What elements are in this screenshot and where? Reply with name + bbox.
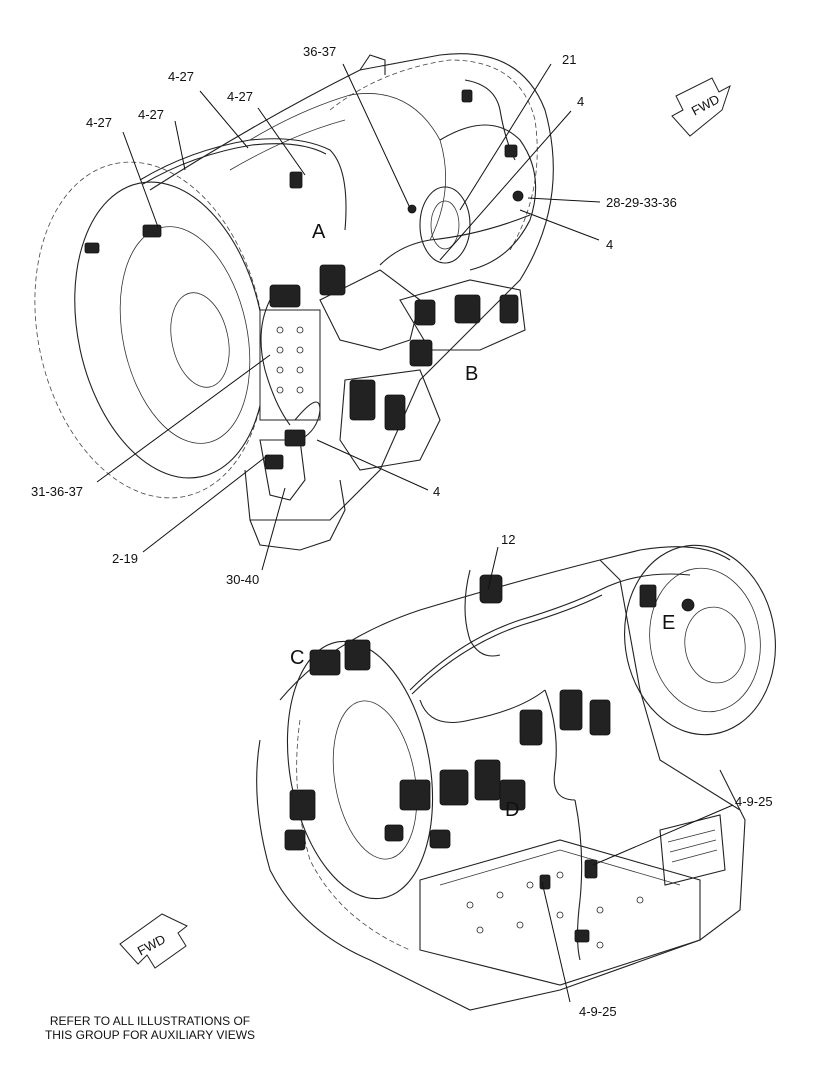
view-label-d: D [505,799,519,821]
view-label-a: A [312,221,326,243]
callout-12: 12 [501,532,515,547]
fwd-arrow-top: FWD [671,77,731,137]
note-line-1: REFER TO ALL ILLUSTRATIONS OF [49,1014,251,1028]
callout-labels: 36-37 21 4 4-27 4-27 4-27 4-27 28-29-33-… [31,44,773,1019]
callout-4: 4 [577,94,584,109]
callout-4: 4 [433,484,440,499]
callout-4: 4 [606,237,613,252]
callout-28-29-33-36: 28-29-33-36 [606,195,677,210]
callout-4-27: 4-27 [227,89,253,104]
upper-assembly [34,53,554,551]
lower-assembly [256,544,776,1011]
callout-4-9-25: 4-9-25 [735,794,773,809]
callout-4-27: 4-27 [138,107,164,122]
fwd-arrow-bottom: FWD [119,913,188,969]
callout-4-27: 4-27 [168,69,194,84]
note-line-2: THIS GROUP FOR AUXILIARY VIEWS [44,1028,256,1042]
callout-36-37: 36-37 [303,44,336,59]
view-labels: A B C D E [290,221,675,821]
auxiliary-views-note: REFER TO ALL ILLUSTRATIONS OF THIS GROUP… [20,1014,280,1042]
view-label-b: B [465,363,478,385]
view-label-c: C [290,647,304,669]
callout-4-9-25: 4-9-25 [579,1004,617,1019]
callout-31-36-37: 31-36-37 [31,484,83,499]
callout-30-40: 30-40 [226,572,259,587]
callout-21: 21 [562,52,576,67]
view-label-e: E [662,612,675,634]
callout-2-19: 2-19 [112,551,138,566]
leader-lines [96,63,734,1003]
callout-4-27: 4-27 [86,115,112,130]
